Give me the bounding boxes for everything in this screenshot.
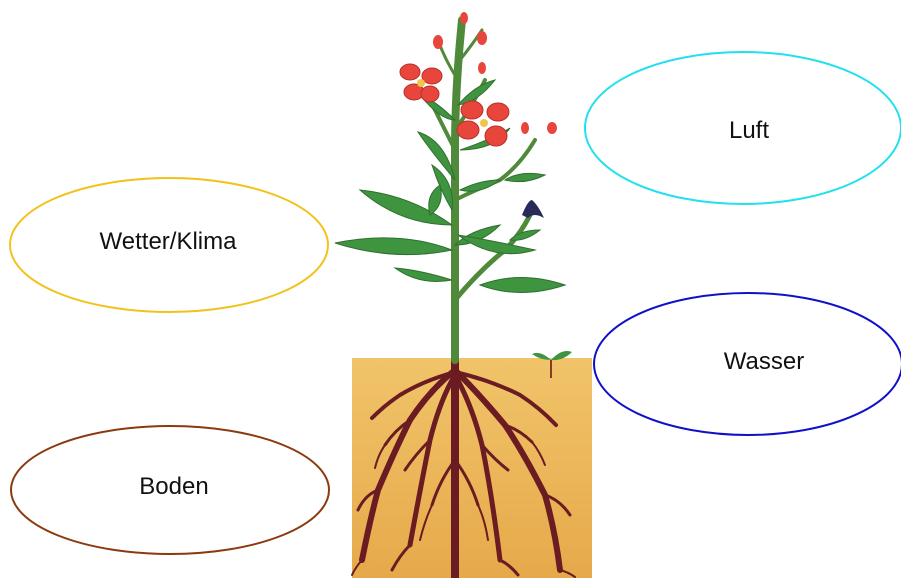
plant-leaves [335,80,565,293]
flower-2 [457,101,509,146]
flower-1 [400,64,442,102]
label-luft: Luft [729,117,769,145]
label-boden: Boden [139,473,208,501]
wilted-flower [522,200,544,218]
label-wasser: Wasser [724,348,804,376]
label-wetter-klima: Wetter/Klima [100,228,237,256]
